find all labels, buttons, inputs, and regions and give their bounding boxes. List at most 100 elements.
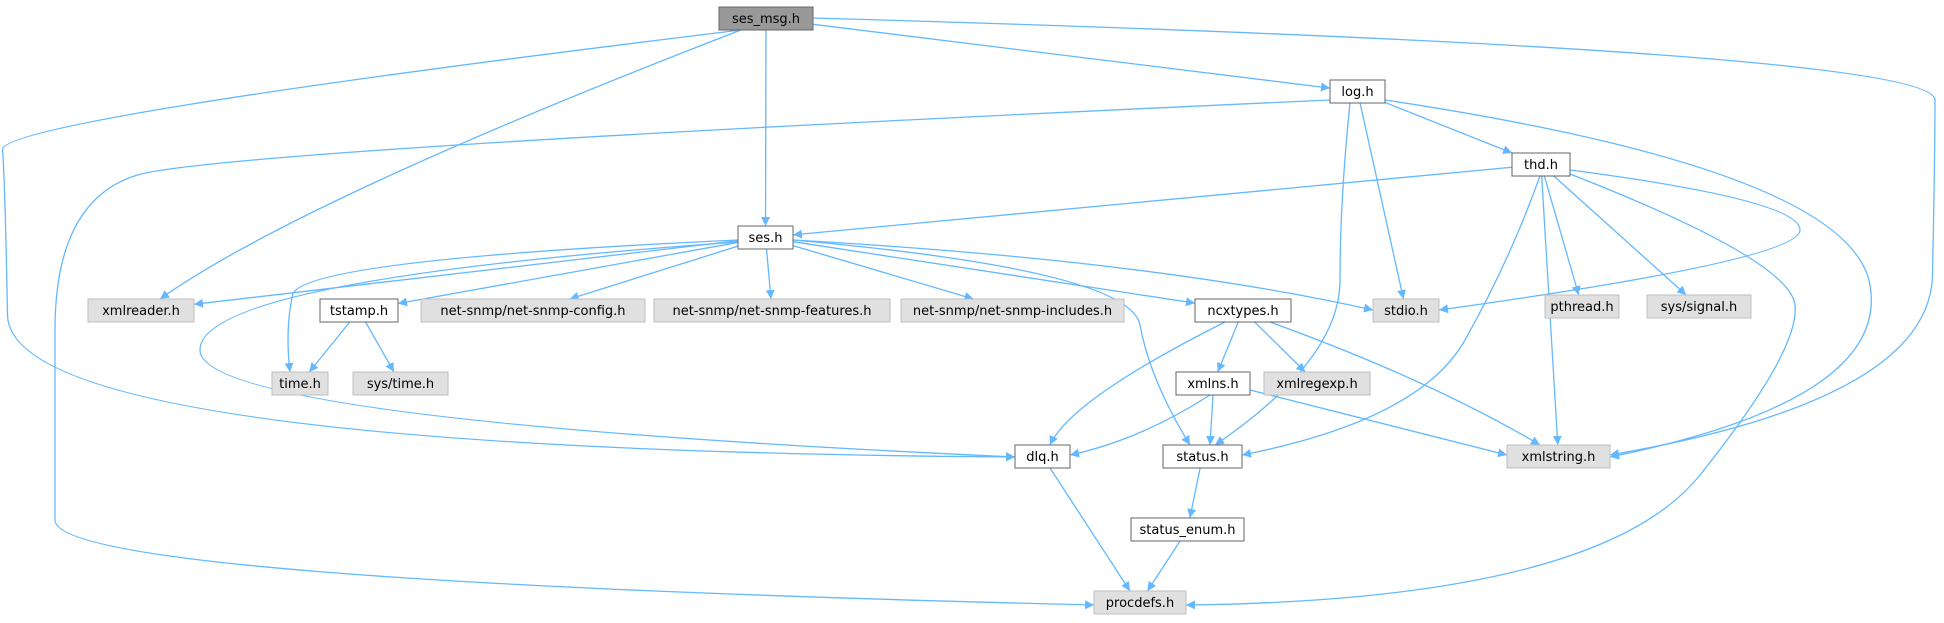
node-box: [1093, 590, 1187, 615]
node-log[interactable]: log.h: [1329, 79, 1386, 104]
node-status-enum[interactable]: status_enum.h: [1130, 517, 1245, 542]
node-label: dlq.h: [1026, 450, 1059, 465]
node-box: [87, 298, 195, 323]
node-box: [653, 298, 891, 323]
node-label: thd.h: [1524, 158, 1558, 173]
edge-ncxtypes-to-xmlregexp: [1254, 321, 1306, 373]
node-label: xmlstring.h: [1522, 450, 1596, 465]
edge-ses-to-dlq: [199, 241, 1016, 462]
node-box: [1162, 444, 1243, 469]
node-pthread: pthread.h: [1544, 294, 1620, 319]
node-box: [1194, 298, 1292, 323]
node-box: [1511, 152, 1571, 177]
node-label: ses_msg.h: [732, 12, 800, 27]
edge-ses-to-nsincludes: [792, 245, 974, 301]
dependency-edges: [1, 17, 1936, 610]
edge-tstamp-to-systime: [364, 321, 395, 373]
edge-ncxtypes-to-xmlstring: [1269, 321, 1541, 446]
node-box: [1014, 444, 1071, 469]
node-tstamp[interactable]: tstamp.h: [319, 298, 399, 323]
edge-thd-to-stdio: [1438, 169, 1801, 314]
edge-xmlns-to-dlq: [1069, 394, 1211, 458]
edge-ses-to-time: [284, 239, 739, 373]
node-procdefs: procdefs.h: [1093, 590, 1187, 615]
node-label: stdio.h: [1384, 304, 1428, 319]
edge-thd-to-ses: [792, 166, 1513, 239]
node-status[interactable]: status.h: [1162, 444, 1243, 469]
node-nsfeatures: net-snmp/net-snmp-features.h: [653, 298, 891, 323]
edge-status-to-status_enum: [1187, 467, 1201, 519]
node-box: [1329, 79, 1386, 104]
node-ncxtypes[interactable]: ncxtypes.h: [1194, 298, 1292, 323]
node-label: xmlregexp.h: [1276, 377, 1357, 392]
node-label: xmlreader.h: [102, 304, 180, 319]
node-xmlns[interactable]: xmlns.h: [1175, 371, 1251, 396]
edge-ncxtypes-to-xmlns: [1216, 321, 1239, 373]
node-thd[interactable]: thd.h: [1511, 152, 1571, 177]
edge-thd-to-status: [1241, 175, 1541, 458]
node-box: [1372, 298, 1440, 323]
edge-ses_msg-to-xmlstring: [812, 17, 1936, 458]
edge-ses_msg-to-dlq: [1, 29, 1016, 462]
node-box: [1646, 294, 1752, 319]
node-label: status_enum.h: [1140, 523, 1236, 538]
node-xmlreader: xmlreader.h: [87, 298, 195, 323]
file-nodes: ses_msg.h log.h thd.h ses.h pthread.h sys/sig…: [87, 6, 1752, 615]
edge-thd-to-signal: [1553, 175, 1687, 296]
node-label: sys/time.h: [367, 377, 434, 392]
node-box: [1263, 371, 1371, 396]
node-label: xmlns.h: [1187, 377, 1238, 392]
node-box: [1544, 294, 1620, 319]
node-time: time.h: [271, 371, 329, 396]
edge-ses_msg-to-log: [812, 23, 1331, 92]
node-box: [420, 298, 646, 323]
node-label: pthread.h: [1550, 300, 1613, 315]
node-box: [271, 371, 329, 396]
edge-ses-to-xmlreader: [193, 240, 739, 308]
node-box: [1506, 444, 1611, 469]
node-systime: sys/time.h: [352, 371, 449, 396]
node-label: net-snmp/net-snmp-features.h: [672, 304, 871, 319]
node-label: sys/signal.h: [1661, 300, 1737, 315]
edge-thd-to-procdefs: [1185, 173, 1796, 610]
node-box: [319, 298, 399, 323]
edge-ses-to-nsconfig: [569, 245, 739, 301]
node-box: [718, 6, 814, 31]
node-label: ses.h: [749, 231, 783, 246]
edge-ncxtypes-to-dlq: [1049, 321, 1226, 446]
edge-log-to-thd: [1384, 101, 1513, 154]
node-dlq[interactable]: dlq.h: [1014, 444, 1071, 469]
node-ses[interactable]: ses.h: [737, 225, 794, 250]
edge-log-to-procdefs: [54, 99, 1331, 610]
edge-ses_msg-to-xmlreader: [159, 29, 742, 300]
node-label: status.h: [1176, 450, 1228, 465]
edge-ses-to-tstamp: [397, 241, 739, 307]
edge-dlq-to-procdefs: [1049, 467, 1131, 592]
node-box: [352, 371, 449, 396]
node-xmlregexp: xmlregexp.h: [1263, 371, 1371, 396]
node-label: log.h: [1341, 85, 1373, 100]
edge-status_enum-to-procdefs: [1146, 540, 1181, 592]
node-label: ncxtypes.h: [1207, 304, 1278, 319]
edge-ses-to-status: [792, 239, 1191, 446]
edge-ses-to-nsfeatures: [765, 248, 775, 300]
node-label: procdefs.h: [1106, 596, 1174, 611]
edge-log-to-xmlstring: [1384, 99, 1872, 460]
edge-log-to-stdio: [1359, 102, 1406, 300]
node-box: [1130, 517, 1245, 542]
edge-xmlns-to-xmlstring: [1249, 389, 1508, 458]
node-nsincludes: net-snmp/net-snmp-includes.h: [900, 298, 1125, 323]
edge-xmlns-to-status: [1206, 394, 1216, 446]
node-stdio: stdio.h: [1372, 298, 1440, 323]
node-label: time.h: [279, 377, 321, 392]
edge-tstamp-to-time: [308, 321, 351, 373]
node-ses-msg[interactable]: ses_msg.h: [718, 6, 814, 31]
node-label: net-snmp/net-snmp-includes.h: [913, 304, 1112, 319]
edge-ses-to-stdio: [792, 239, 1374, 313]
node-box: [900, 298, 1125, 323]
node-label: net-snmp/net-snmp-config.h: [440, 304, 625, 319]
node-nsconfig: net-snmp/net-snmp-config.h: [420, 298, 646, 323]
node-box: [737, 225, 794, 250]
node-xmlstring: xmlstring.h: [1506, 444, 1611, 469]
